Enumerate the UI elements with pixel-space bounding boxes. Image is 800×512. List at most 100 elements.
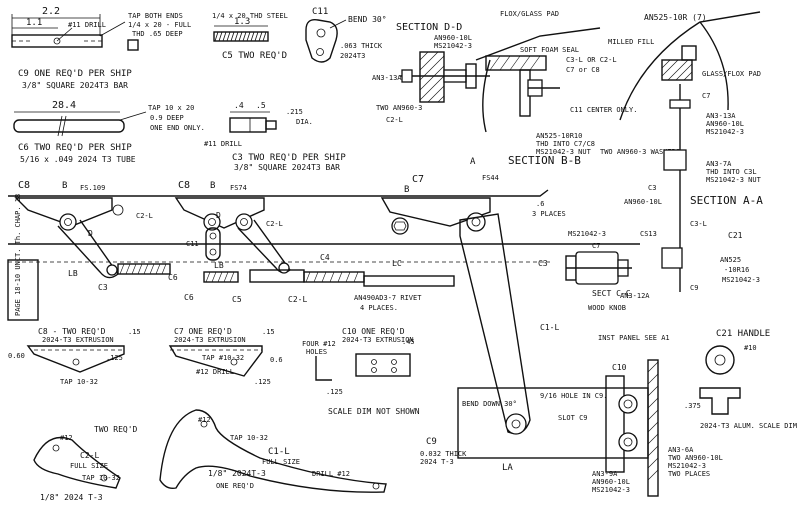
main-assembly: C8 B FS.109 D C2-L LB C3 C8 B FS74 C11 D…: [7, 157, 640, 435]
c11-detail: C11 BEND 30° .063 THICK 2024T3: [305, 7, 387, 63]
svg-text:PAGE 18-10 UNCT. Th. CHAP. 18: PAGE 18-10 UNCT. Th. CHAP. 18: [14, 194, 22, 316]
drill-hole-icon: [53, 37, 61, 45]
an3-6a: AN3-6A: [668, 446, 694, 454]
c6-mid: C6: [168, 273, 178, 282]
ms21042-3-c: MS21042-3: [568, 230, 606, 238]
milled-fill: MILLED FILL: [608, 38, 654, 46]
tap-0-9-deep: 0.9 DEEP: [150, 114, 184, 122]
cs13: CS13: [640, 230, 657, 238]
sect-cc-title: SECT C-C: [592, 289, 631, 298]
thd-into-c7c8: THD INTO C7/C8: [536, 140, 595, 148]
c7-right: C7: [702, 92, 710, 100]
dim-125a: .125: [106, 354, 123, 362]
an525-10r10: AN525-10R10: [536, 132, 582, 140]
h12b: #12: [198, 416, 211, 424]
c3-2: C3: [538, 259, 548, 268]
c10-bottom: C10 ONE REQ'D: [342, 327, 405, 336]
bend-30: BEND 30°: [348, 15, 387, 24]
a-mark: A: [470, 157, 476, 167]
c8-bottom: C8 - TWO REQ'D: [38, 327, 106, 336]
c5-mid: C5: [232, 295, 242, 304]
c3-material: 3/8" SQUARE 2024T3 BAR: [234, 163, 340, 172]
dim-15b: .15: [262, 328, 275, 336]
sect-dd-title: SECTION D-D: [396, 22, 462, 33]
c5-threaded-rod: 1/4 x 20 THD STEEL 1.3 C5 TWO REQ'D: [212, 12, 288, 61]
page-tag: PAGE 18-10 UNCT. Th. CHAP. 18: [7, 194, 39, 321]
flox-glass-pad: FLOX/GLASS PAD: [500, 10, 559, 18]
dim-2-2: 2.2: [42, 6, 60, 17]
mat-b: 1/8" 2024T-3: [208, 469, 266, 478]
section-a-a: AN525-10R (7) MILLED FILL GLASS/FLOX PAD…: [608, 11, 763, 292]
c7-bottom-mat: 2024-T3 EXTRUSION: [174, 336, 246, 344]
ms21042-3-f: MS21042-3: [592, 486, 630, 494]
c5-caption: C5 TWO REQ'D: [222, 51, 287, 61]
one-reqd: ONE REQ'D: [216, 482, 254, 490]
c7-extrusion-detail: C7 ONE REQ'D 2024-T3 EXTRUSION .15 TAP #…: [168, 327, 283, 386]
c11-mid: C11: [186, 240, 199, 248]
dim-5: .5: [256, 101, 266, 110]
c8-extrusion-detail: C8 - TWO REQ'D 2024-T3 EXTRUSION .15 0.6…: [8, 327, 141, 386]
drill-11b: #11 DRILL: [204, 140, 242, 148]
c11-label: C11: [312, 7, 328, 17]
c2l-full-size-detail: TWO REQ'D #12 C2-L FULL SIZE TAP 10-32 1…: [33, 425, 138, 502]
an960-10l-b: AN960-10L: [592, 478, 630, 486]
c3-r: C3: [648, 184, 656, 192]
bend-down: BEND DOWN 30°: [462, 400, 517, 408]
dim-1-1: 1.1: [26, 18, 42, 28]
c21-handle: C21 HANDLE: [716, 329, 770, 339]
fs74: FS74: [230, 184, 247, 192]
dim-125c: .125: [326, 388, 343, 396]
ms21042-3-nut-r: MS21042-3 NUT: [706, 176, 762, 184]
tap-1032a: TAP 10-32: [60, 378, 98, 386]
an3-9a: AN3-9A: [592, 470, 618, 478]
h10: #10: [744, 344, 757, 352]
thd-into-c3l: THD INTO C3L: [706, 168, 757, 176]
c8-bottom-mat: 2024-T3 EXTRUSION: [42, 336, 114, 344]
mat-a: 1/8" 2024 T-3: [40, 493, 103, 502]
dim-215: .215: [286, 108, 303, 116]
an490-rivet: AN490AD3-7 RIVET: [354, 294, 422, 302]
b-a: B: [62, 181, 67, 191]
c7-sec: C7: [592, 242, 600, 250]
holes: HOLES: [306, 348, 327, 356]
sect-bb-title: SECTION B-B: [508, 154, 581, 167]
section-d-d: SECTION D-D AN960-10L MS21042-3 AN3-13A …: [372, 22, 490, 124]
three-places: 3 PLACES: [532, 210, 566, 218]
c6-lower: C6: [184, 293, 194, 302]
c21-handle-detail: C21 HANDLE #10 .375 2024-T3 ALUM. SCALE …: [668, 329, 800, 478]
c9-caption: C9 ONE REQ'D PER SHIP: [18, 69, 132, 79]
dim-28-4: 28.4: [52, 100, 76, 111]
dim-0-60: 0.60: [8, 352, 25, 360]
fs109: FS.109: [80, 184, 105, 192]
c2l-3: C2-L: [288, 295, 307, 304]
soft-foam-seal: SOFT FOAM SEAL: [520, 46, 579, 54]
two-an960-3: TWO AN960-3: [376, 104, 422, 112]
inst-panel: INST PANEL SEE A1: [598, 334, 670, 342]
dia-label: DIA.: [296, 118, 313, 126]
c8-a: C8: [18, 180, 30, 191]
c3-bar-detail: .4 .5 .215 DIA. #11 DRILL C3 TWO REQ'D P…: [204, 101, 346, 172]
c6-material: 5/16 x .049 2024 T3 TUBE: [20, 155, 136, 164]
c10-bottom-mat: 2024-T3 EXTRUSION: [342, 336, 414, 344]
wood-knob: WOOD KNOB: [588, 304, 626, 312]
dim-45: .45: [402, 338, 415, 346]
c7-or-c8: C7 or C8: [566, 66, 600, 74]
steel-thd-label: 1/4 x 20 THD STEEL: [212, 12, 288, 20]
dim-15: .15: [128, 328, 141, 336]
drill-12a: #12 DRILL: [196, 368, 234, 376]
ms21042-3-d: MS21042-3: [722, 276, 760, 284]
c2l-2: C2-L: [266, 220, 283, 228]
thick-032: 0.032 THICK: [420, 450, 467, 458]
alum: 2024-T3 ALUM. SCALE DIM NOT SHOWN: [700, 422, 800, 430]
ms21042-3-r: MS21042-3: [706, 128, 744, 136]
scale-dim: SCALE DIM NOT SHOWN: [328, 407, 420, 416]
four-12: FOUR #12: [302, 340, 336, 348]
an960-10l-r: AN960-10L: [706, 120, 744, 128]
four-places: 4 PLACES.: [360, 304, 398, 312]
tap-1032b: TAP #10-32: [202, 354, 244, 362]
an525: AN525: [720, 256, 741, 264]
b-b: B: [210, 181, 215, 191]
tap-65-deep: THD .65 DEEP: [132, 30, 183, 38]
b-c: B: [404, 185, 409, 195]
c2l-dd: C2-L: [386, 116, 403, 124]
